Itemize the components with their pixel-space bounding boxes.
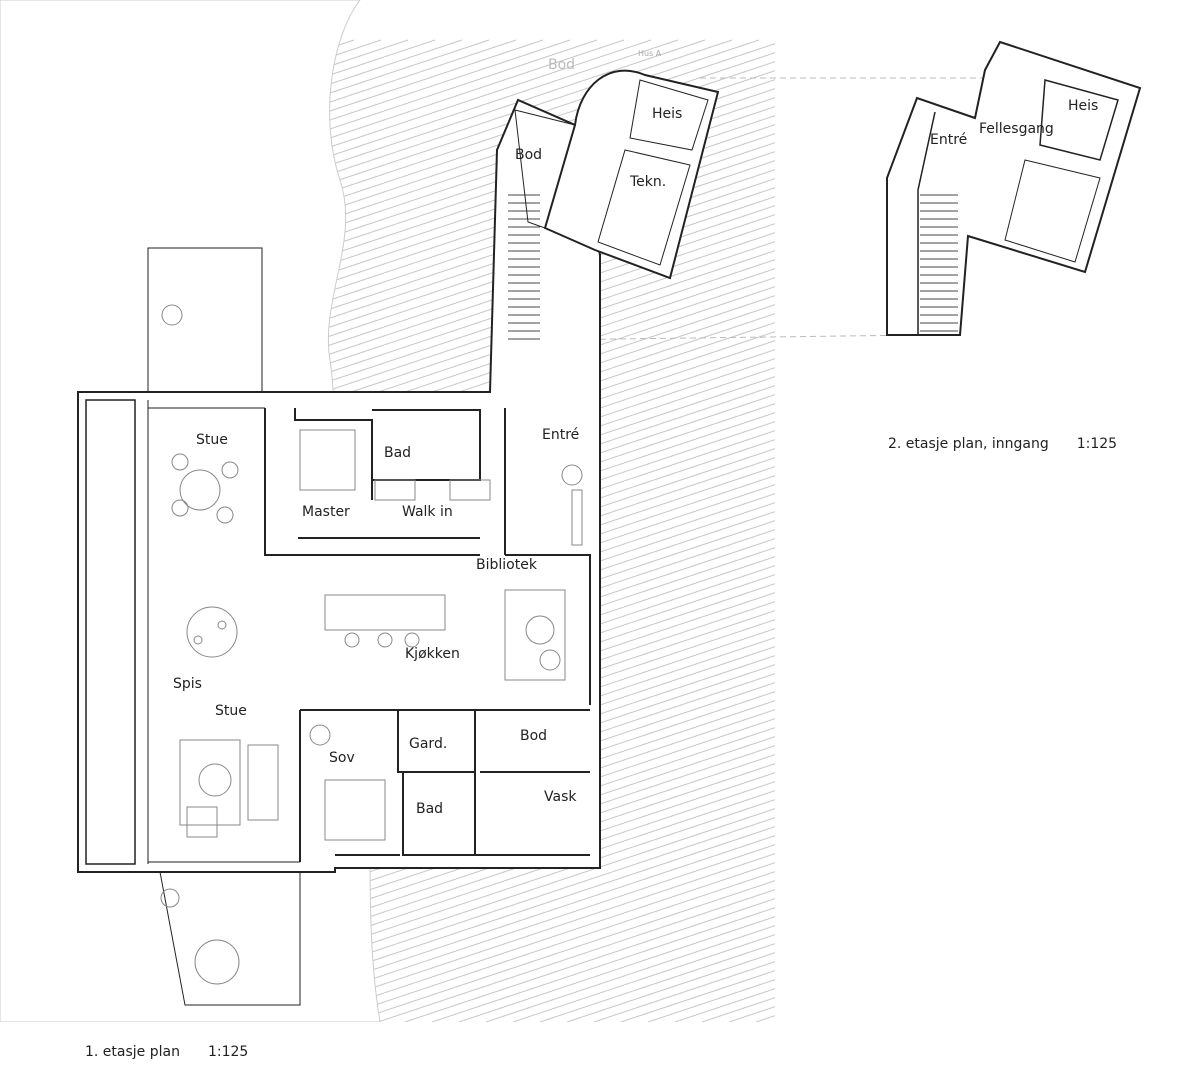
hatch-line xyxy=(299,39,706,176)
room-label-kjokken: Kjøkken xyxy=(405,646,460,662)
upper-stair xyxy=(920,194,958,332)
tower-wall xyxy=(543,69,720,280)
hatch-line xyxy=(323,869,781,1023)
hatch-line xyxy=(377,887,781,1023)
hatch-line xyxy=(299,833,781,995)
bod-room xyxy=(514,109,576,229)
caption-title: 1. etasje plan xyxy=(85,1044,180,1060)
terrace-north xyxy=(147,247,263,393)
room-label-bad: Bad xyxy=(384,445,412,461)
hatch-line xyxy=(647,977,781,1023)
room-label-gard: Gard. xyxy=(409,736,448,752)
hatch-line xyxy=(674,986,781,1023)
hatch-line xyxy=(539,941,781,1023)
room-label-bibliotek: Bibliotek xyxy=(476,557,537,573)
hatch-line xyxy=(299,39,544,122)
building-label-hus-a: Hus A xyxy=(638,49,662,58)
hatch-line xyxy=(299,797,781,959)
room-label-heis: Heis xyxy=(652,106,683,122)
room-label-bod-2: Bod xyxy=(520,728,548,744)
hatch-line xyxy=(299,842,781,1004)
room-label-bod: Bod xyxy=(515,147,543,163)
hatch-line xyxy=(350,878,781,1023)
hatch-line xyxy=(299,39,598,140)
hatch-line xyxy=(485,923,781,1023)
room-label-sov: Sov xyxy=(329,750,355,766)
hatch-line xyxy=(593,959,781,1023)
hatch-line xyxy=(299,39,652,158)
ground-plan-caption: 1. etasje plan 1:125 xyxy=(85,1044,276,1061)
room-label-stue: Stue xyxy=(196,432,228,448)
hatch-line xyxy=(299,851,781,1013)
balcony-glazing xyxy=(85,399,136,865)
hatch-line xyxy=(299,824,781,986)
hatch-line xyxy=(299,860,781,1022)
room-label-stue-2: Stue xyxy=(215,703,247,719)
reference-line xyxy=(539,334,921,341)
hatch-line xyxy=(299,39,625,149)
upper-floor-plan xyxy=(886,40,1142,336)
room-label-vask: Vask xyxy=(544,789,577,805)
hatch-line xyxy=(728,1004,781,1023)
room-label-tekn: Tekn. xyxy=(630,174,667,190)
upper-room-label-fellesgang: Fellesgang xyxy=(979,121,1054,137)
hatch-line xyxy=(620,968,781,1023)
caption-title: 2. etasje plan, inngang xyxy=(888,436,1049,452)
stair xyxy=(508,194,540,340)
furniture xyxy=(160,304,583,985)
interior-walls xyxy=(264,408,591,862)
upper-room-label-heis: Heis xyxy=(1068,98,1099,114)
caption-scale: 1:125 xyxy=(1076,436,1118,452)
hatch-line xyxy=(512,932,781,1023)
technical-room xyxy=(597,149,691,266)
room-label-walk-in: Walk in xyxy=(402,504,453,520)
elevator-shaft xyxy=(629,79,709,151)
room-label-bod-neighbour: Bod xyxy=(548,57,576,73)
terrace-south xyxy=(159,871,301,1006)
room-label-master: Master xyxy=(302,504,350,520)
caption-scale: 1:125 xyxy=(207,1044,249,1060)
hatch-line xyxy=(299,39,571,131)
hatch-line xyxy=(299,815,781,977)
hatch-line xyxy=(701,995,781,1023)
hatch-line xyxy=(566,950,781,1023)
hatch-line xyxy=(299,806,781,968)
room-label-bad-2: Bad xyxy=(416,801,444,817)
hatch-line xyxy=(431,905,781,1023)
hatch-line xyxy=(458,914,781,1023)
hatch-line xyxy=(299,39,517,113)
room-label-entre: Entré xyxy=(542,427,580,443)
room-label-spis: Spis xyxy=(173,676,202,692)
hatch-line xyxy=(299,39,679,167)
upper-plan-caption: 2. etasje plan, inngang 1:125 xyxy=(888,436,1145,453)
upper-room-label-entre: Entré xyxy=(930,132,968,148)
hatch-line xyxy=(404,896,781,1023)
hatch-line xyxy=(299,39,490,104)
